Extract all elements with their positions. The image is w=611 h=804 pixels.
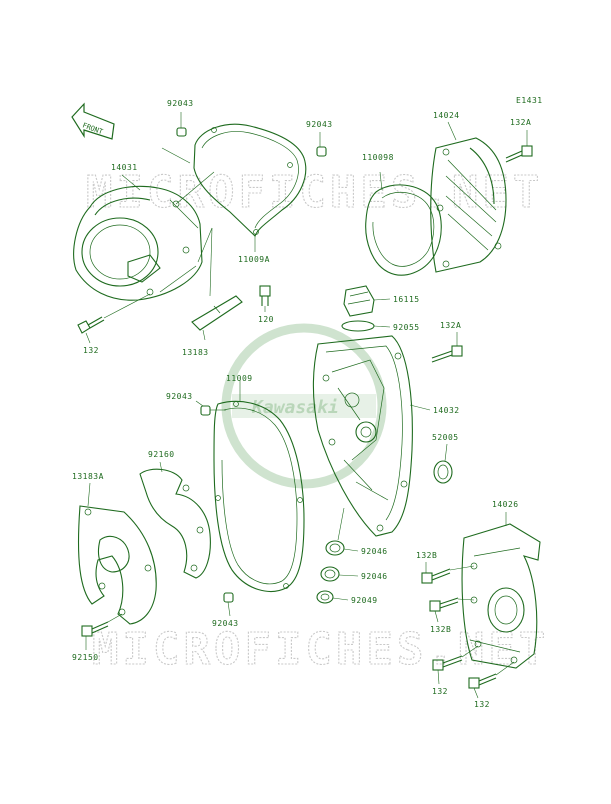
label-14032: 14032 [433, 406, 460, 415]
front-arrow-icon: FRONT [71, 102, 115, 140]
guide-92160 [139, 461, 211, 579]
gasket-110098 [365, 171, 442, 276]
label-132-b: 132 [432, 687, 448, 696]
kawasaki-logo: Kawasaki [221, 323, 387, 489]
label-92046-b: 92046 [361, 572, 388, 581]
o-ring-92055 [341, 320, 391, 332]
label-92043-b: 92043 [306, 120, 333, 129]
label-16115: 16115 [393, 295, 420, 304]
bolt-132-bottom-left [432, 645, 479, 685]
label-92160: 92160 [148, 450, 175, 459]
label-132B-a: 132B [416, 551, 437, 560]
label-132B-b: 132B [430, 625, 451, 634]
dowel-pin-92043-bottom [223, 592, 234, 617]
bolt-132B-lower [429, 597, 475, 623]
bolt-132-bottom-right [468, 661, 515, 699]
clamp-13183 [191, 227, 243, 341]
label-13183: 13183 [182, 348, 209, 357]
oil-seal-52005 [433, 443, 453, 484]
label-132A-a: 132A [510, 118, 531, 127]
label-92049: 92049 [351, 596, 378, 605]
bolt-132A-top [505, 130, 533, 163]
diagram-code: E1431 [516, 96, 543, 105]
label-11009: 11009 [226, 374, 253, 383]
label-13183A: 13183A [72, 472, 104, 481]
dowel-pin-92043-right [316, 132, 327, 157]
label-92043-a: 92043 [167, 99, 194, 108]
dowel-pin-92043-top [161, 112, 191, 164]
bearing-92046-lower [320, 566, 359, 582]
label-52005: 52005 [432, 433, 459, 442]
dowel-pin-92043-mid [195, 400, 226, 416]
bearing-92046-upper [325, 507, 359, 556]
bolt-132-left [77, 293, 151, 344]
oil-filler-cap-16115 [343, 285, 391, 317]
label-11009A: 11009A [238, 255, 270, 264]
label-14024: 14024 [433, 111, 460, 120]
label-92043-d: 92043 [212, 619, 239, 628]
sprocket-cover-14026 [461, 512, 541, 669]
label-14031: 14031 [111, 163, 138, 172]
bearing-92049 [316, 590, 349, 604]
label-92043-c: 92043 [166, 392, 193, 401]
label-110098: 110098 [362, 153, 394, 162]
clutch-cover-14024 [430, 121, 507, 273]
bolt-132B-upper [421, 562, 475, 584]
label-14026: 14026 [492, 500, 519, 509]
label-132A-b: 132A [440, 321, 461, 330]
crankcase-cover-14032 [312, 335, 431, 537]
screw-120 [259, 285, 271, 312]
bolt-132A-mid [431, 332, 463, 363]
label-92055: 92055 [393, 323, 420, 332]
label-92150: 92150 [72, 653, 99, 662]
label-132-a: 132 [83, 346, 99, 355]
label-132-c: 132 [474, 700, 490, 709]
generator-cover-14031 [73, 174, 203, 301]
plate-13183A [77, 482, 157, 625]
label-120: 120 [258, 315, 274, 324]
gasket-11009A [193, 123, 307, 252]
watermark-top: MICROFICHES.NET [86, 167, 543, 218]
label-92046-a: 92046 [361, 547, 388, 556]
bolt-92150 [81, 613, 123, 650]
watermark-bottom: MICROFICHES.NET [92, 624, 549, 675]
gasket-11009 [213, 380, 305, 592]
